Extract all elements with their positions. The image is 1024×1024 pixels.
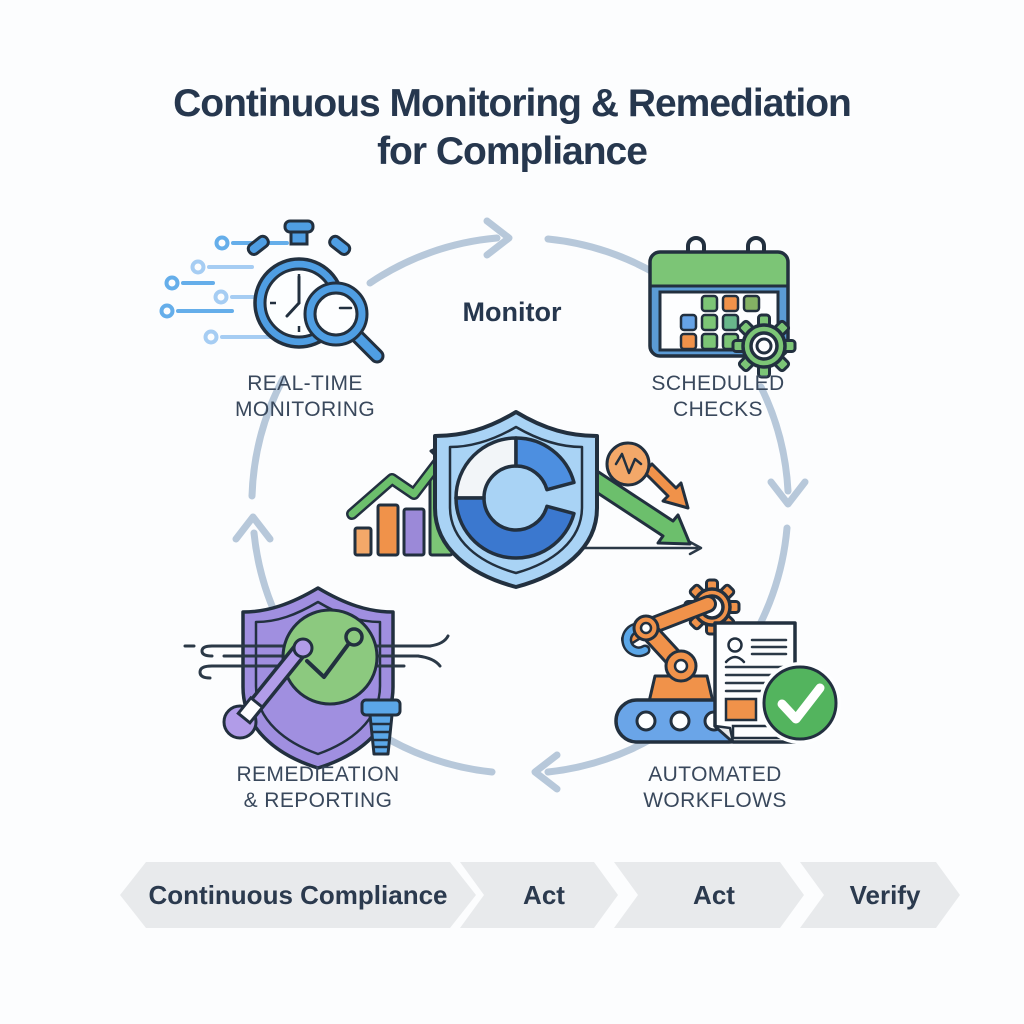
center-shield	[433, 410, 599, 589]
cycle-step-label-monitor: Monitor	[462, 297, 562, 327]
orange-decline-arrow	[642, 462, 690, 510]
arc-left-upper	[248, 375, 287, 500]
magnifier	[303, 281, 385, 364]
calendar-gear-icon	[648, 236, 797, 379]
clock-hands	[285, 275, 301, 318]
stopwatch-magnifier-icon	[159, 219, 385, 364]
bolt-icon	[360, 698, 402, 756]
stage-label-line: REAL-TIME	[247, 372, 363, 395]
compliance-shield-icon	[346, 410, 703, 589]
stage-label-line: CHECKS	[673, 398, 763, 422]
cycle-arrows	[232, 217, 809, 793]
arc-top-left	[366, 234, 501, 287]
stage-label-automated-workflows: AUTOMATED WORKFLOWS	[585, 762, 845, 814]
c-ring-logo	[454, 436, 576, 560]
calendar-grid	[679, 294, 761, 351]
wrench	[222, 637, 314, 740]
process-step-act-2: Act	[614, 862, 804, 928]
arrow-left-icon	[232, 513, 274, 543]
robot-arm	[621, 595, 717, 704]
green-decline-arrow	[585, 469, 692, 546]
arc-right-upper	[757, 383, 792, 495]
robot-arm-document-icon	[614, 578, 841, 744]
stage-label-line: & REPORTING	[243, 789, 393, 813]
stage-label-line: AUTOMATED	[648, 763, 782, 786]
process-step-label: Verify	[849, 879, 921, 910]
stage-label-real-time-monitoring: REAL-TIME MONITORING	[180, 371, 430, 423]
page-title-line1: Continuous Monitoring & Remediation	[173, 82, 852, 125]
process-step-label: Continuous Compliance	[148, 879, 448, 910]
trend-arrows	[566, 441, 703, 556]
stage-label-line: WORKFLOWS	[643, 789, 787, 813]
stage-label-line: REMEDIEATION	[236, 763, 400, 786]
process-step-label: Act	[693, 879, 735, 910]
stage-label-line: MONITORING	[234, 398, 376, 422]
page-title: Continuous Monitoring & Remediation for …	[0, 80, 1024, 175]
stage-label-scheduled-checks: SCHEDULED CHECKS	[593, 371, 843, 423]
arrow-bottom-icon	[531, 751, 561, 793]
pulse-icon	[605, 441, 651, 487]
speed-lines	[159, 235, 289, 345]
process-step-verify: Verify	[800, 862, 960, 928]
process-step-label: Act	[523, 879, 565, 910]
check-badge	[759, 662, 841, 744]
page-title-line2: for Compliance	[377, 129, 648, 173]
stage-label-remediation-reporting: REMEDIEATION & REPORTING	[193, 762, 443, 814]
arrow-top-icon	[483, 217, 513, 259]
process-step-act-1: Act	[460, 862, 618, 928]
stage-label-line: SCHEDULED	[651, 372, 785, 395]
arrow-right-icon	[767, 478, 809, 508]
gear-icon	[731, 313, 797, 379]
process-step-continuous-compliance: Continuous Compliance	[120, 862, 476, 928]
shield-wrench-icon	[183, 586, 450, 770]
